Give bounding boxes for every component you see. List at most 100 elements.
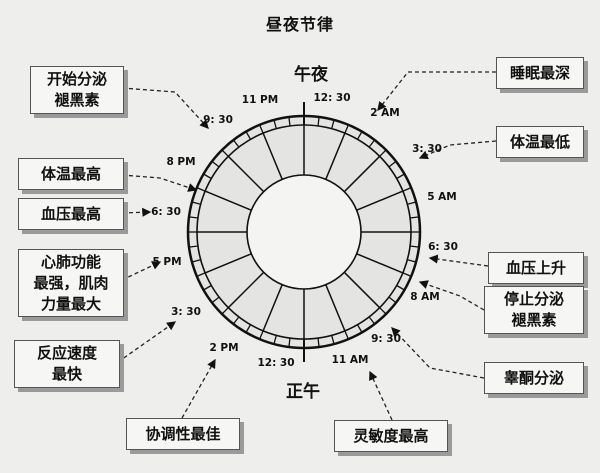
callout-deepest-sleep: 睡眠最深 xyxy=(496,57,584,89)
clock-spoke xyxy=(356,253,404,274)
clock-tick xyxy=(203,284,212,291)
clock-tick xyxy=(317,116,320,126)
time-label-1230am: 12: 30 xyxy=(313,92,350,104)
arrow-cardio-strength xyxy=(121,261,162,281)
callout-bp-high: 血压最高 xyxy=(18,198,124,230)
clock-spoke xyxy=(262,132,283,180)
clock-tick xyxy=(221,149,229,157)
clock-tick xyxy=(331,335,335,345)
clock-tick xyxy=(273,119,277,129)
callout-arrows xyxy=(117,71,497,421)
arrow-melatonin-start xyxy=(121,87,209,129)
clock-tick xyxy=(203,173,212,180)
clock-spoke xyxy=(227,155,265,193)
arrow-alertness xyxy=(369,370,393,421)
time-label-330pm: 3: 30 xyxy=(171,306,201,318)
clock-tick xyxy=(259,330,264,340)
time-label-1230pm: 12: 30 xyxy=(257,357,294,369)
time-label-2pm: 2 PM xyxy=(209,342,238,354)
clock-tick xyxy=(188,245,198,248)
arrow-body-temp-high xyxy=(121,174,198,192)
callout-melatonin-stop: 停止分泌 褪黑素 xyxy=(484,286,584,334)
clock-tick xyxy=(221,307,229,315)
clock-tick xyxy=(356,131,363,140)
clock-tick xyxy=(344,124,349,134)
arrow-coordination xyxy=(181,358,216,419)
clock-tick xyxy=(407,259,417,263)
clock-tick xyxy=(402,272,412,277)
clock-tick xyxy=(331,119,335,129)
callout-body-temp-low: 体温最低 xyxy=(496,126,584,158)
clock-spoke xyxy=(343,271,381,309)
callout-coordination: 协调性最佳 xyxy=(126,418,240,450)
clock-spoke xyxy=(204,190,252,211)
clock-tick xyxy=(232,139,240,148)
clock-tick xyxy=(259,124,264,134)
clock-tick xyxy=(196,272,206,277)
clock-inner-circle xyxy=(246,174,362,290)
clock-tick xyxy=(288,116,291,126)
clock-tick xyxy=(273,335,277,345)
callout-alertness: 灵敏度最高 xyxy=(334,420,448,452)
callout-melatonin-start: 开始分泌 褪黑素 xyxy=(30,66,124,114)
clock-spoke xyxy=(227,271,265,309)
arrow-body-temp-low xyxy=(418,140,497,160)
clock-tick xyxy=(368,316,376,325)
time-label-630am: 6: 30 xyxy=(428,241,458,253)
arrow-reaction-speed xyxy=(117,321,177,363)
time-label-630pm: 6: 30 xyxy=(151,206,181,218)
callout-reaction-speed: 反应速度 最快 xyxy=(14,340,120,388)
clock-tick xyxy=(410,216,420,219)
clock-tick xyxy=(191,259,201,263)
time-label-330am: 3: 30 xyxy=(412,143,442,155)
clock-tick xyxy=(356,324,363,333)
clock-spoke xyxy=(343,155,381,193)
time-label-8pm: 8 PM xyxy=(166,156,195,168)
arrow-testosterone xyxy=(391,327,485,379)
clock-spoke xyxy=(325,132,346,180)
clock-tick xyxy=(288,338,291,348)
time-label-930am: 9: 30 xyxy=(371,333,401,345)
arrow-deepest-sleep xyxy=(377,71,496,112)
clock-tick xyxy=(379,149,387,157)
callout-bp-rise: 血压上升 xyxy=(488,252,584,284)
arrow-bp-high xyxy=(121,207,152,217)
clock-tick xyxy=(211,296,220,304)
clock-tick xyxy=(410,245,420,248)
clock-tick xyxy=(344,330,349,340)
callout-cardio-strength: 心肺功能 最强，肌肉 力量最大 xyxy=(18,249,124,317)
clock-spoke xyxy=(262,284,283,332)
clock-tick xyxy=(232,316,240,325)
callout-body-temp-high: 体温最高 xyxy=(18,158,124,190)
clock-spoke xyxy=(356,190,404,211)
clock-spoke xyxy=(204,253,252,274)
clock-tick xyxy=(396,284,405,291)
time-label-11pm: 11 PM xyxy=(242,94,278,106)
time-label-5pm: 5 PM xyxy=(152,256,181,268)
clock-spokes xyxy=(197,102,411,362)
page-title: 昼夜节律 xyxy=(265,15,334,34)
clock-tick xyxy=(388,160,397,168)
clock-tick xyxy=(396,173,405,180)
clock-tick xyxy=(191,201,201,205)
clock-tick xyxy=(402,187,412,192)
arrow-melatonin-stop xyxy=(418,280,485,311)
arrow-bp-rise xyxy=(428,254,489,267)
clock-tick xyxy=(245,324,252,333)
clock-tick xyxy=(317,338,320,348)
clock-tick xyxy=(368,139,376,148)
clock-tick xyxy=(379,307,387,315)
time-label-11am: 11 AM xyxy=(332,354,369,366)
time-label-8am: 8 AM xyxy=(410,291,440,303)
clock-tick xyxy=(407,201,417,205)
noon-label: 正午 xyxy=(286,381,320,402)
clock-tick xyxy=(211,160,220,168)
callout-testosterone: 睾酮分泌 xyxy=(484,362,584,394)
clock-tick xyxy=(188,216,198,219)
clock-tick xyxy=(388,296,397,304)
time-label-930pm: 9: 30 xyxy=(203,114,233,126)
time-label-2am: 2 AM xyxy=(370,107,400,119)
clock-tick xyxy=(196,187,206,192)
clock-spoke xyxy=(325,284,346,332)
